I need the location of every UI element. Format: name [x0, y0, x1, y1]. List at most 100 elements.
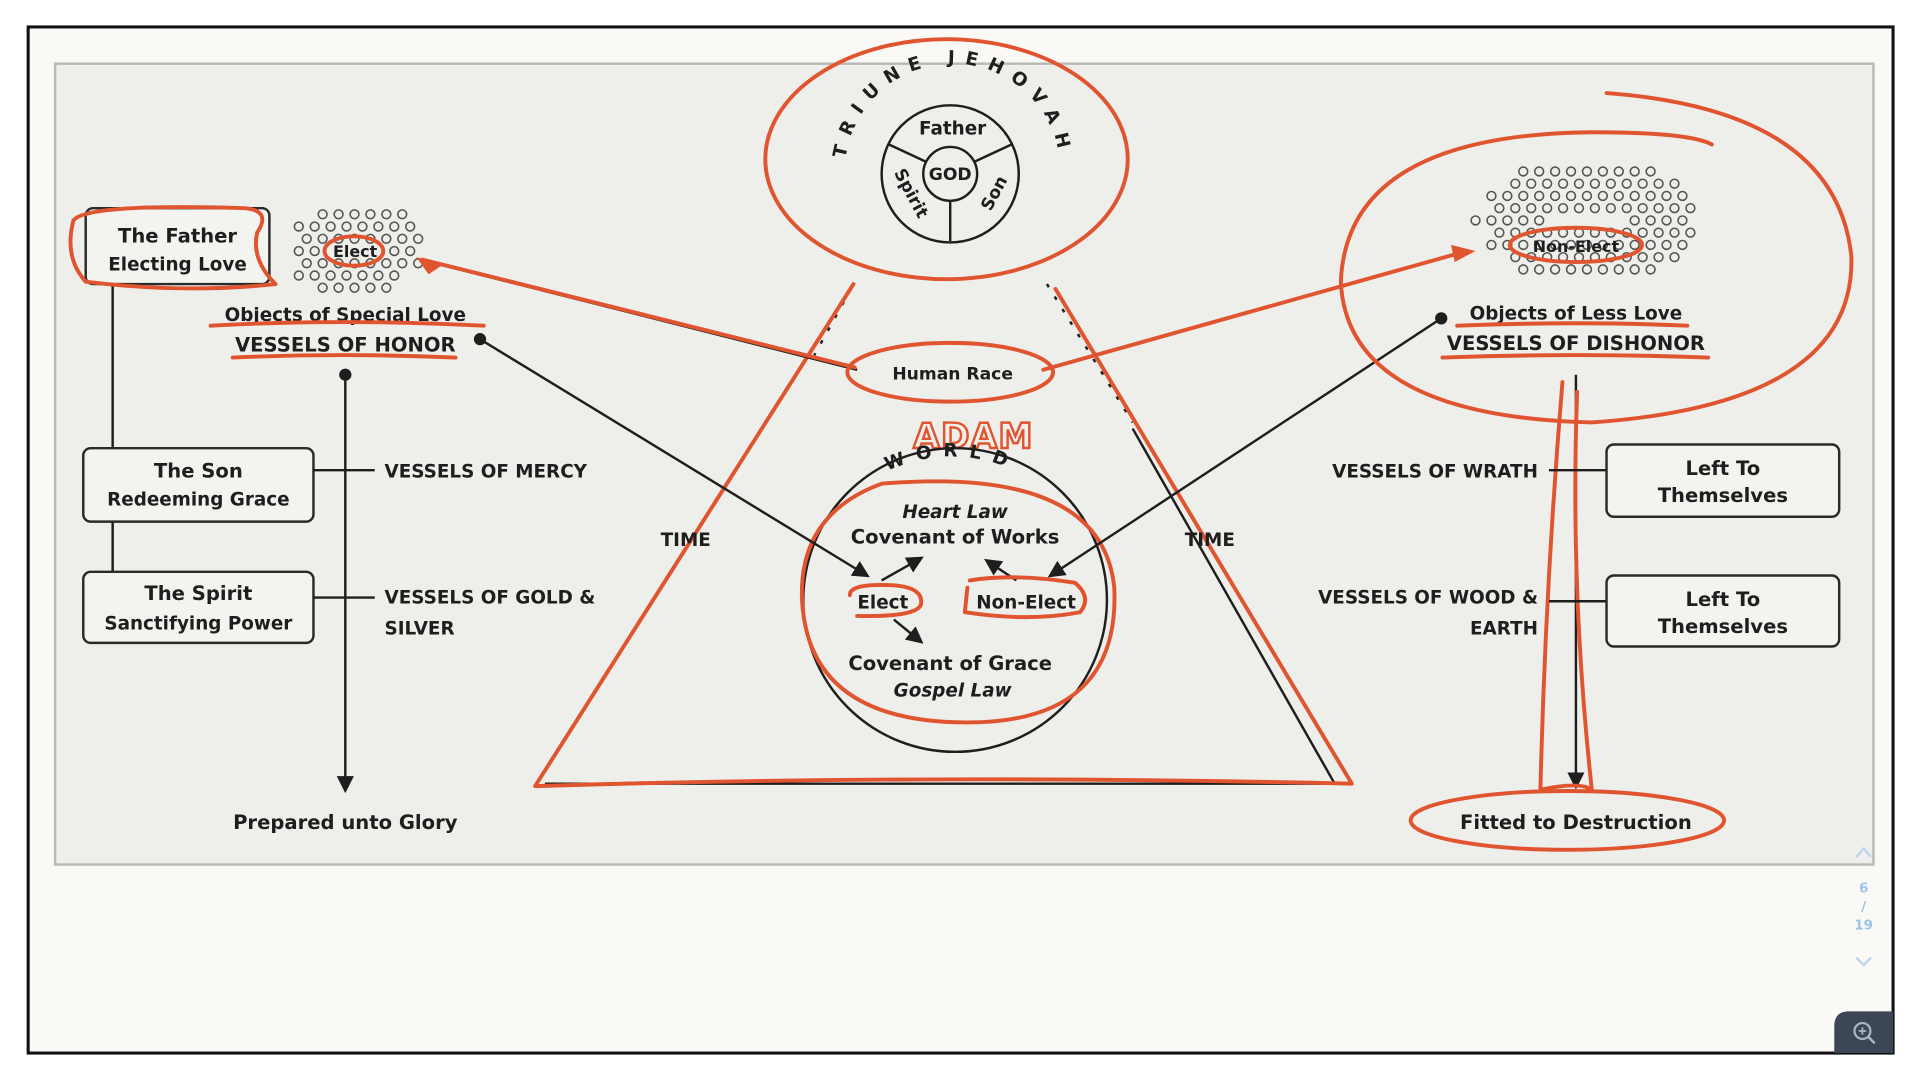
dot: [1661, 215, 1672, 226]
dot: [1613, 166, 1624, 177]
arrow-elect-to-grace: [893, 618, 924, 644]
chevron-down-icon[interactable]: [1855, 956, 1872, 967]
time-label-right: TIME: [1185, 530, 1235, 551]
annotation-underline: [230, 353, 458, 360]
page-navigator: 6 / 19: [1854, 846, 1873, 967]
annotation-elect-world: [847, 582, 924, 618]
dot: [1565, 166, 1577, 177]
annotation-non-elect: [1507, 225, 1644, 264]
non-elect-cluster-label: Non-Elect: [1533, 237, 1620, 256]
dot: [397, 209, 408, 220]
dot: [1637, 178, 1648, 189]
spirit-box-subtitle: Sanctifying Power: [104, 613, 292, 634]
dot: [1621, 178, 1632, 189]
dot: [301, 258, 312, 269]
dot: [1533, 190, 1545, 202]
dot: [349, 209, 360, 220]
themselves-label: Themselves: [1658, 484, 1788, 507]
dot: [325, 270, 336, 281]
non-elect-label: Non-Elect: [976, 593, 1076, 614]
dot: [1669, 227, 1680, 238]
arrow-honor-to-elect: [479, 338, 870, 578]
vessels-of-wood-line2: EARTH: [1470, 618, 1538, 639]
dot: [1533, 215, 1545, 226]
themselves-label: Themselves: [1658, 615, 1788, 638]
dot: [341, 270, 352, 281]
vessels-of-gold: VESSELS OF GOLD &: [384, 588, 595, 609]
dot: [1605, 178, 1617, 189]
dot: [293, 221, 304, 232]
son-box-title: The Son: [154, 460, 243, 483]
dot: [1597, 190, 1609, 202]
dot: [1518, 166, 1529, 177]
son-box: [82, 446, 315, 523]
vessels-of-mercy: VESSELS OF MERCY: [384, 462, 587, 483]
dot: [1629, 166, 1640, 177]
dot: [301, 233, 312, 244]
dot: [1669, 202, 1680, 214]
dot: [1581, 264, 1593, 275]
dot: [1510, 202, 1521, 214]
dot: [1526, 202, 1537, 214]
dot: [357, 270, 368, 281]
dot: [1629, 239, 1640, 251]
dot: [293, 270, 304, 281]
left-to-themselves-box: [1605, 443, 1841, 518]
dot: [309, 221, 320, 232]
dot: [1589, 202, 1601, 214]
left-to-themselves-box: [1605, 574, 1841, 648]
dot: [1637, 202, 1648, 214]
dot: [1669, 178, 1680, 189]
dot: [1486, 239, 1497, 251]
dot: [1486, 215, 1497, 226]
dot: [389, 221, 400, 232]
dot: [1621, 202, 1632, 214]
spirit-box: [82, 570, 315, 645]
dot: [349, 282, 360, 293]
dot: [309, 270, 320, 281]
connector-dot: [473, 333, 487, 346]
zoom-in-icon: [1853, 1021, 1872, 1041]
zoom-button[interactable]: [1834, 1011, 1894, 1054]
dot: [365, 282, 376, 293]
dot: [1629, 215, 1640, 226]
dot: [397, 258, 408, 269]
vessels-of-honor: VESSELS OF HONOR: [235, 333, 456, 356]
dot: [1629, 264, 1640, 275]
dot: [1685, 202, 1696, 214]
annotation-father: [68, 205, 278, 291]
dot: [1518, 264, 1529, 275]
dot: [1677, 215, 1688, 226]
dot: [1533, 264, 1545, 275]
dot: [1494, 202, 1505, 214]
dot: [1653, 227, 1664, 238]
objects-less-love: Objects of Less Love: [1470, 304, 1683, 325]
dot: [373, 221, 384, 232]
dot: [357, 221, 368, 232]
god-label: GOD: [929, 165, 972, 185]
annotation-arrowhead: [416, 257, 444, 275]
dot: [1653, 178, 1664, 189]
dot: [1581, 166, 1593, 177]
dot: [317, 209, 328, 220]
page-current: 6: [1859, 882, 1868, 897]
dot: [1645, 190, 1656, 202]
dot: [1645, 264, 1656, 275]
elect-cluster-label: Elect: [333, 242, 378, 261]
dot: [1597, 239, 1609, 251]
dot: [1518, 190, 1529, 202]
dot: [349, 258, 360, 269]
son-box-subtitle: Redeeming Grace: [107, 490, 290, 511]
dot: [373, 270, 384, 281]
annotation-line-destruction: [1538, 380, 1594, 792]
dot: [1613, 239, 1624, 251]
dot: [1589, 178, 1601, 189]
dot: [1677, 190, 1688, 202]
vessels-of-dishonor: VESSELS OF DISHONOR: [1447, 332, 1705, 355]
dot: [1653, 251, 1664, 263]
dot: [1653, 202, 1664, 214]
dot: [1518, 215, 1529, 226]
gospel-law-label: Gospel Law: [894, 681, 1013, 702]
dot: [1502, 215, 1513, 226]
chevron-up-icon[interactable]: [1855, 846, 1872, 858]
